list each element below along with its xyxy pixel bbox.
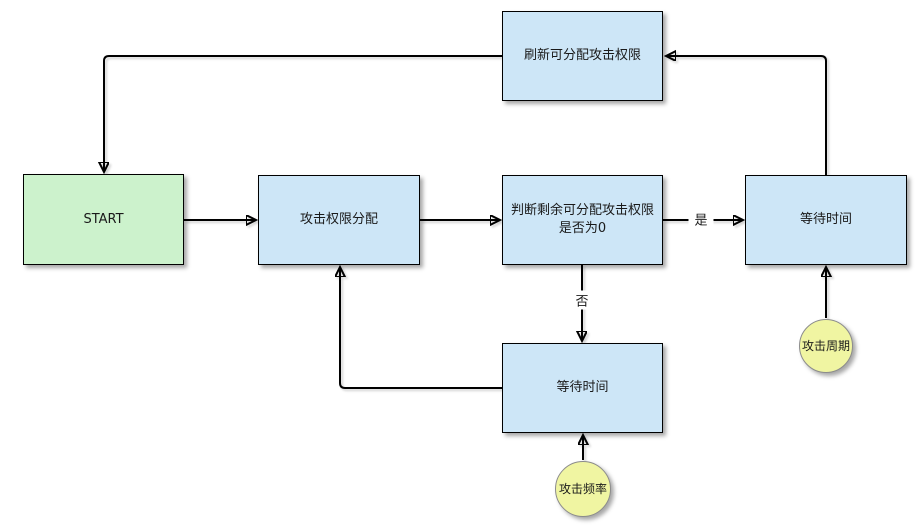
node-wait-time-right-label: 等待时间: [799, 212, 852, 228]
node-judge-remaining-label: 判断剩余可分配攻击权限是否为0: [510, 203, 654, 236]
node-attack-frequency[interactable]: 攻击频率: [555, 461, 611, 517]
edge-label-no: 否: [569, 290, 595, 310]
node-refresh-permissions-label: 刷新可分配攻击权限: [523, 48, 641, 64]
edge-wait-bottom-to-allocate: [340, 268, 502, 389]
edge-label-yes: 是: [688, 209, 714, 229]
node-refresh-permissions[interactable]: 刷新可分配攻击权限: [502, 11, 663, 101]
node-start[interactable]: START: [23, 174, 184, 265]
node-attack-cycle-label: 攻击周期: [801, 338, 850, 353]
edge-refresh-to-start: [104, 55, 502, 171]
node-allocate-permissions-label: 攻击权限分配: [299, 212, 378, 228]
node-wait-time-bottom-label: 等待时间: [556, 380, 609, 396]
node-wait-time-right[interactable]: 等待时间: [745, 175, 907, 265]
node-attack-cycle[interactable]: 攻击周期: [799, 319, 853, 373]
node-start-label: START: [83, 211, 124, 227]
edge-wait-right-to-refresh: [667, 56, 827, 175]
node-judge-remaining[interactable]: 判断剩余可分配攻击权限是否为0: [502, 175, 663, 265]
node-attack-frequency-label: 攻击频率: [558, 481, 607, 496]
node-wait-time-bottom[interactable]: 等待时间: [502, 343, 663, 433]
node-allocate-permissions[interactable]: 攻击权限分配: [258, 175, 420, 265]
